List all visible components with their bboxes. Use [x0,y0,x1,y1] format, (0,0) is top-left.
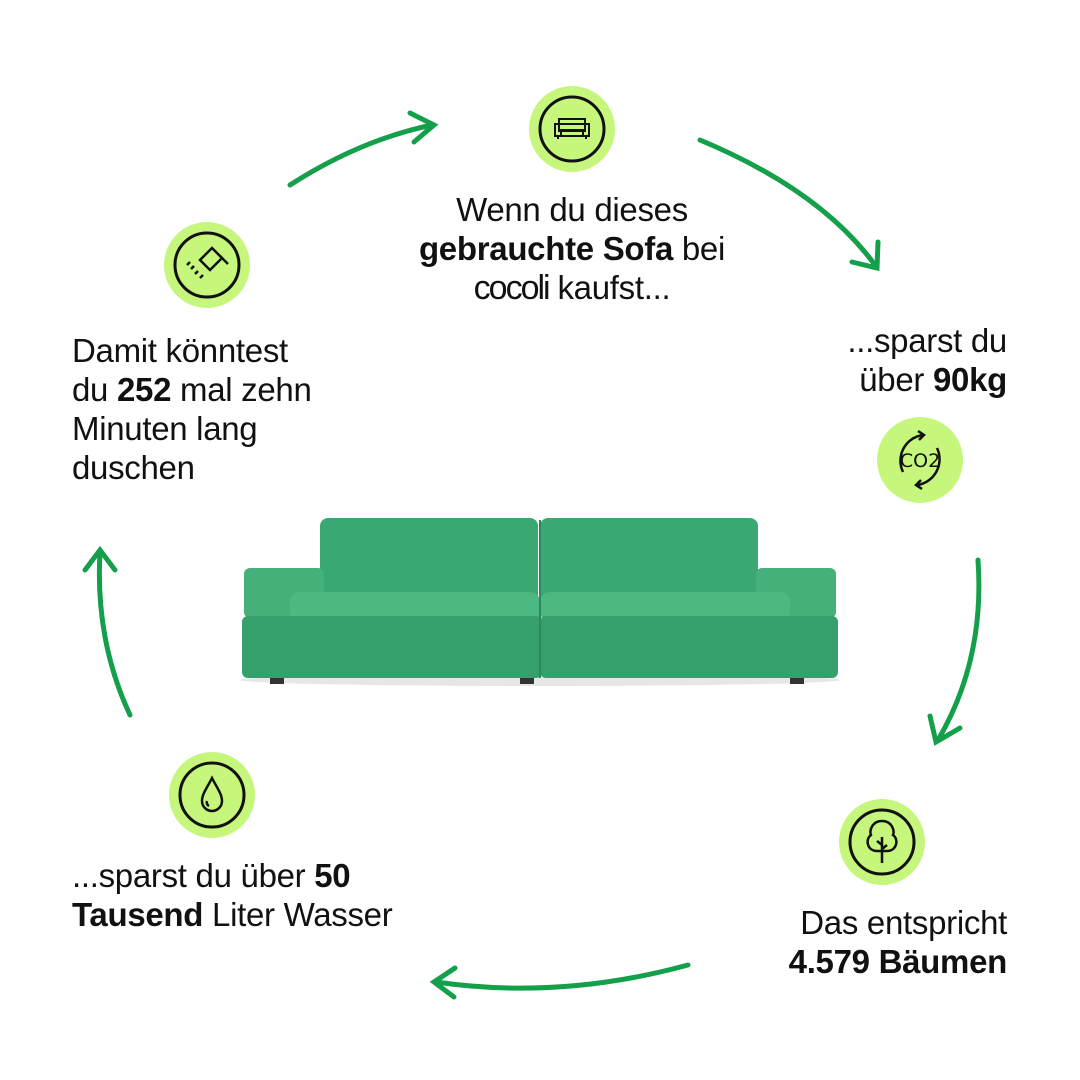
intro-text: Wenn du dieses gebrauchte Sofa bei cocol… [372,190,772,308]
water-pre: ...sparst du über [72,857,315,894]
intro-line-3: cocoli kaufst... [372,268,772,308]
trees-amount: 4.579 Bäumen [788,943,1008,980]
co2-amount: 90kg [932,361,1007,398]
shower-line-3: Minuten lang [72,410,258,447]
water-unit: Tausend [72,896,204,933]
arrow-top-right [697,137,878,268]
arrow-bottom [433,962,691,991]
intro-line-2: gebrauchte Sofa bei [372,229,772,268]
co2-line-1: ...sparst du [847,322,1007,359]
shower-post: mal zehn [171,371,312,408]
tree-icon [839,799,925,885]
water-line-2: Tausend Liter Wasser [72,895,393,934]
water-post: Liter Wasser [203,896,393,933]
shower-line-1: Damit könntest [72,332,288,369]
arrow-left [96,549,133,718]
co2-pre: über [859,361,933,398]
water-amount: 50 [314,857,351,894]
cocoli-logo: cocoli [473,269,551,307]
shower-line-4: duschen [72,449,195,486]
trees-text: Das entspricht 4.579 Bäumen [788,903,1008,981]
intro-bold: gebrauchte Sofa [418,230,674,267]
shower-pre: du [72,371,117,408]
shower-icon [164,222,250,308]
intro-after-bold: bei [673,230,726,267]
shower-amount: 252 [116,371,172,408]
co2-text: ...sparst du über 90kg [847,321,1007,399]
sofa-image [240,518,840,686]
intro-line-1: Wenn du dieses [456,191,688,228]
arrow-right [935,557,982,743]
trees-line-1: Das entspricht [800,904,1007,941]
co2-icon-label: CO2 [900,450,940,472]
water-line-1: ...sparst du über 50 [72,856,392,895]
co2-line-2: über 90kg [847,360,1007,399]
water-text: ...sparst du über 50 Tausend Liter Wasse… [72,856,393,934]
co2-icon: CO2 [877,417,963,503]
intro-kaufst: kaufst... [548,269,671,306]
shower-text: Damit könntest du 252 mal zehn Minuten l… [72,331,312,487]
water-drop-icon [169,752,255,838]
sofa-icon [529,86,615,172]
arrow-top-left [287,122,435,188]
shower-line-2: du 252 mal zehn [72,370,312,409]
